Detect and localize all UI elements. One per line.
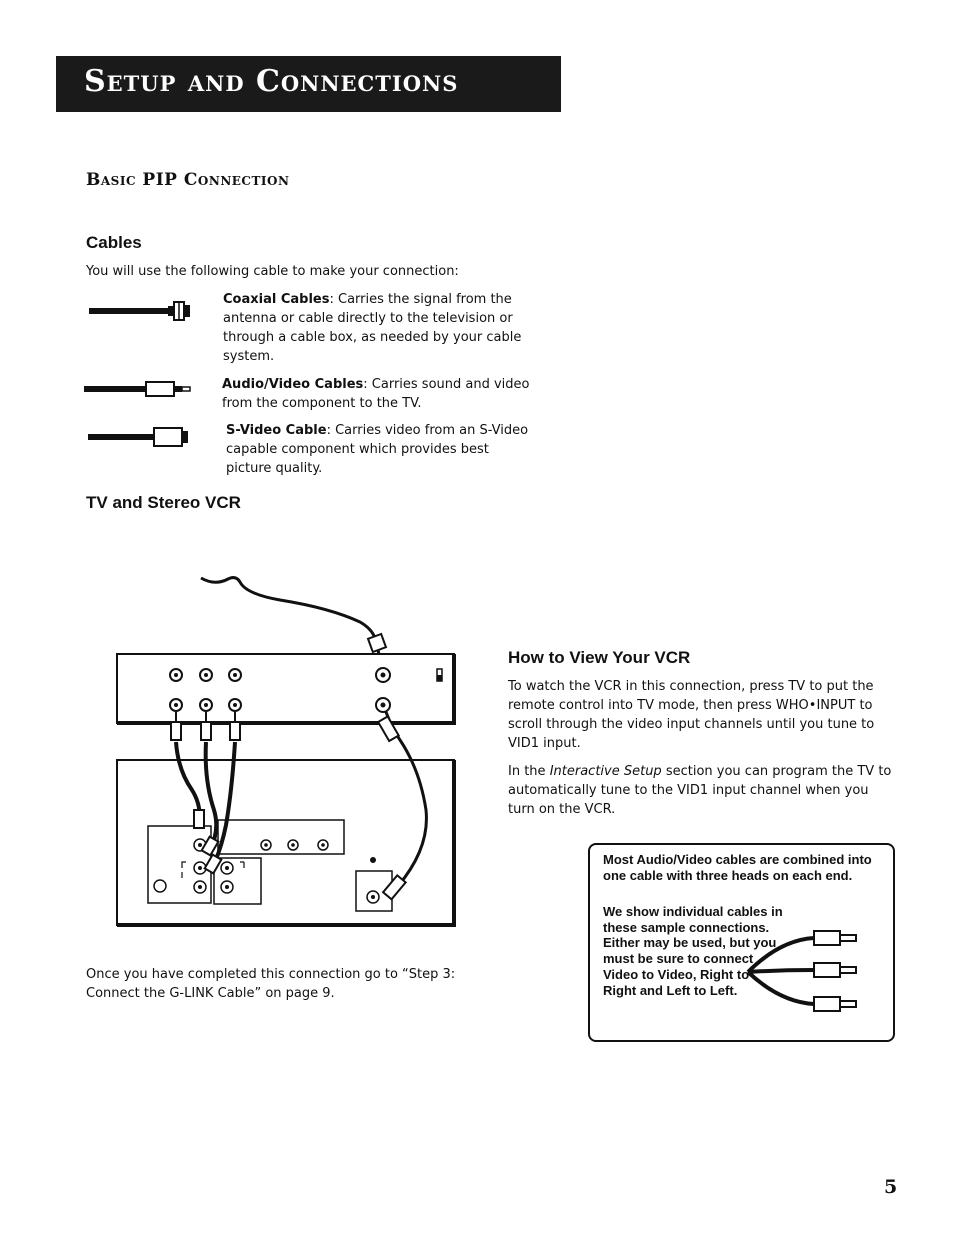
note-box <box>588 843 895 1042</box>
diagram-heading: TV and Stereo VCR <box>86 493 241 512</box>
next-step-text: Once you have completed this connection … <box>86 967 456 1001</box>
audio-video-cable-desc: : Carries sound and video from the compo… <box>222 377 530 411</box>
interactive-setup-text: Interactive Setup <box>549 764 662 779</box>
note-line-1: Most Audio/Video cables are combined int… <box>603 852 872 883</box>
audio-video-cable-name: Audio/Video Cables <box>222 377 364 392</box>
title-bar <box>56 56 561 112</box>
audio-video-cable-icon <box>84 381 191 397</box>
cables-intro: You will use the following cable to make… <box>86 264 459 279</box>
view-paragraph-2-pre: In the <box>508 764 550 779</box>
cables-heading: Cables <box>86 233 142 252</box>
coaxial-cable-desc: : Carries the signal from the antenna or… <box>223 292 522 364</box>
s-video-cable-desc: : Carries video from an S-Video capable … <box>226 423 529 476</box>
view-paragraph-1: To watch the VCR in this connection, pre… <box>508 679 875 751</box>
section-heading: Basic PIP Connection <box>86 170 290 190</box>
view-paragraph-2: In the Interactive Setup section you can… <box>508 762 898 819</box>
coaxial-cable-name: Coaxial Cables <box>223 292 330 307</box>
view-paragraph-2-post: section you can program the TV to automa… <box>508 764 892 817</box>
view-heading: How to View Your VCR <box>508 648 691 667</box>
page-number: 5 <box>884 1176 898 1198</box>
coaxial-cable-text: Coaxial Cables: Carries the signal from … <box>223 290 533 366</box>
audio-video-cable-text: Audio/Video Cables: Carries sound and vi… <box>222 375 537 413</box>
coaxial-connector-icon <box>168 301 190 321</box>
s-video-cable-name: S-Video Cable <box>226 423 327 438</box>
note-line-2: We show individual cables in these sampl… <box>603 904 783 998</box>
s-video-cable-text: S-Video Cable: Carries video from an S-V… <box>226 421 536 478</box>
page-title: Setup and Connections <box>84 64 459 99</box>
s-video-cable-icon <box>88 427 188 447</box>
